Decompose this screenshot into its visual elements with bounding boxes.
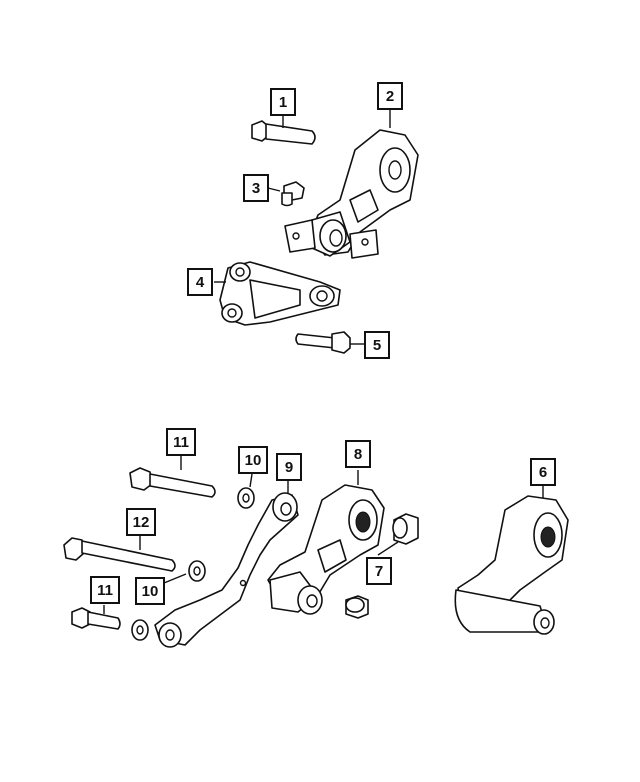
part-8-mount-arm <box>267 470 385 615</box>
part-11-long-bolt <box>129 455 216 498</box>
callout-11-lower: 11 <box>90 576 120 604</box>
callout-5: 5 <box>364 331 390 359</box>
callout-8: 8 <box>345 440 371 468</box>
part-12-long-bolt <box>63 530 176 572</box>
callout-10-lower: 10 <box>135 577 165 605</box>
part-1-bolt <box>251 116 316 145</box>
part-10-washer-lower <box>131 560 206 641</box>
part-9-link-bracket <box>154 480 299 648</box>
callout-6: 6 <box>530 458 556 486</box>
part-10-washer-upper <box>237 473 255 509</box>
callout-11-upper: 11 <box>166 428 196 456</box>
callout-3: 3 <box>243 174 269 202</box>
callout-12: 12 <box>126 508 156 536</box>
part-4-bracket <box>214 261 341 326</box>
callout-2: 2 <box>377 82 403 110</box>
callout-9: 9 <box>276 453 302 481</box>
callout-10-upper: 10 <box>238 446 268 474</box>
part-6-mount-arm <box>454 485 569 635</box>
part-2-mount-arm <box>284 108 419 259</box>
callout-4: 4 <box>187 268 213 296</box>
part-11-short-bolt <box>71 605 121 630</box>
callout-1: 1 <box>270 88 296 116</box>
part-3-small-bolt <box>267 181 305 207</box>
callout-7: 7 <box>366 557 392 585</box>
part-5-bolt <box>295 331 364 354</box>
part-7-bushings <box>345 513 419 619</box>
